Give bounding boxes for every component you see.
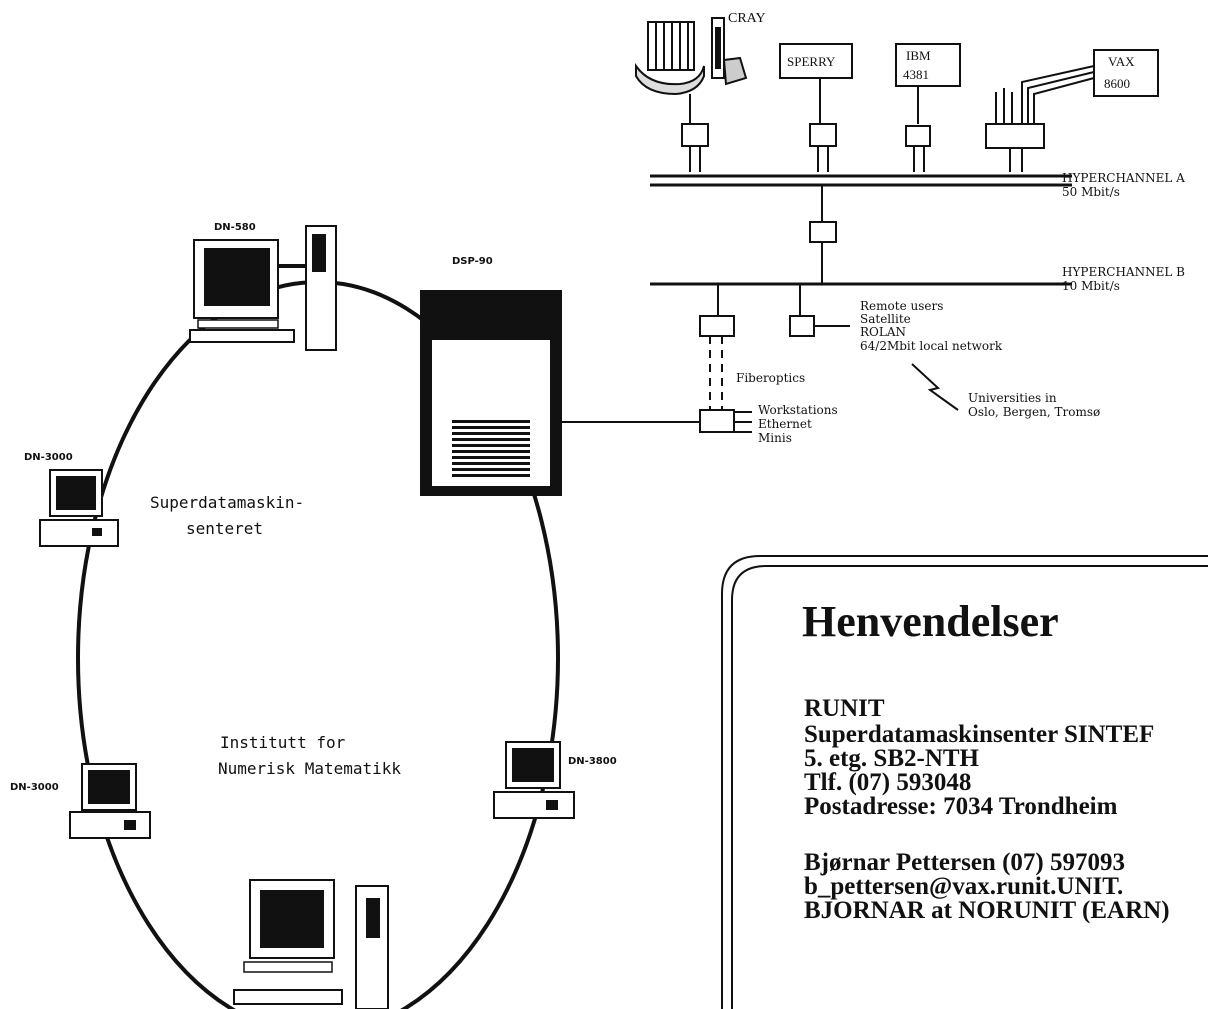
dsp90-label: DSP-90 — [452, 256, 493, 267]
ibm-label-2: 4381 — [903, 67, 929, 82]
dn3000-lower-label: DN-3000 — [10, 782, 59, 793]
sperry-box — [779, 43, 853, 79]
dn580-workstation — [189, 225, 337, 351]
dn3800-label: DN-3800 — [568, 756, 617, 767]
cray-label: CRAY — [728, 11, 766, 26]
dn3000-upper-label: DN-3000 — [24, 452, 73, 463]
contact-org-line-1: RUNIT — [804, 695, 885, 722]
contact-org-line-5: Postadresse: 7034 Trondheim — [804, 793, 1118, 820]
institute-label-line-2: Numerisk Matematikk — [218, 759, 401, 778]
hyperchannel-a-name: HYPERCHANNEL A — [1062, 171, 1185, 185]
vax-label-2: 8600 — [1104, 76, 1130, 91]
hyperchannel-b-speed: 10 Mbit/s — [1062, 279, 1120, 293]
remote-line-3: ROLAN — [860, 325, 906, 339]
hyperchannel-b-name: HYPERCHANNEL B — [1062, 265, 1185, 279]
ibm-box — [895, 43, 961, 87]
mainframe-section: CRAY SPERRY IBM 4381 VAX 8600 — [562, 11, 1185, 445]
remote-adapter — [789, 315, 815, 337]
local-line-2: Ethernet — [758, 417, 812, 431]
contact-org-line-4: Tlf. (07) 593048 — [804, 769, 971, 796]
dsp90-machine — [420, 290, 562, 496]
local-line-3: Minis — [758, 431, 792, 445]
institute-label-line-1: Institutt for — [220, 733, 346, 752]
contact-person-line-2: b_pettersen@vax.runit.UNIT. — [804, 873, 1123, 900]
ibm-label-1: IBM — [906, 48, 931, 63]
contact-person-line-3: BJORNAR at NORUNIT (EARN) — [804, 897, 1170, 924]
fiberoptics-adapter — [699, 315, 735, 337]
sperry-label: SPERRY — [787, 54, 836, 69]
fiberoptics-label: Fiberoptics — [736, 371, 805, 385]
vax-box — [1093, 49, 1159, 97]
local-line-1: Workstations — [758, 403, 838, 417]
contact-org-line-3: 5. etg. SB2-NTH — [804, 745, 980, 772]
fiberoptics-link — [709, 336, 723, 410]
contact-person-line-1: Bjørnar Pettersen (07) 597093 — [804, 849, 1125, 876]
dn3000-lower-workstation — [69, 763, 151, 839]
universities-line-2: Oslo, Bergen, Tromsø — [968, 405, 1100, 419]
bridge-adapter — [809, 221, 837, 243]
bottom-workstation — [233, 879, 389, 1009]
remote-line-1: Remote users — [860, 299, 943, 313]
ring-network: DSP-90 DN-580 DN-3000 DN-3000 — [10, 222, 617, 1009]
wireless-link-icon — [911, 363, 959, 411]
dn3000-upper-workstation — [39, 469, 119, 547]
local-network-adapter — [699, 409, 735, 433]
remote-line-2: Satellite — [860, 312, 911, 326]
center-label-line-1: Superdatamaskin- — [150, 493, 304, 512]
remote-line-4: 64/2Mbit local network — [860, 339, 1003, 353]
vax-label-1: VAX — [1108, 54, 1135, 69]
mainframe-connectors — [689, 65, 1095, 124]
dn580-label: DN-580 — [214, 222, 256, 233]
contact-org-line-2: Superdatamaskinsenter SINTEF — [804, 721, 1154, 748]
universities-line-1: Universities in — [968, 391, 1057, 405]
hyperchannel-a-speed: 50 Mbit/s — [1062, 185, 1120, 199]
hyperchannel-a-bus — [650, 174, 1072, 187]
cray-computer-icon — [635, 17, 748, 96]
channel-adapters — [681, 123, 1045, 149]
dn3800-workstation — [493, 741, 575, 819]
contact-title: Henvendelser — [802, 597, 1059, 646]
contact-panel: Henvendelser RUNIT Superdatamaskinsenter… — [721, 555, 1208, 1009]
adapter-drops — [689, 146, 1023, 172]
center-label-line-2: senteret — [186, 519, 263, 538]
